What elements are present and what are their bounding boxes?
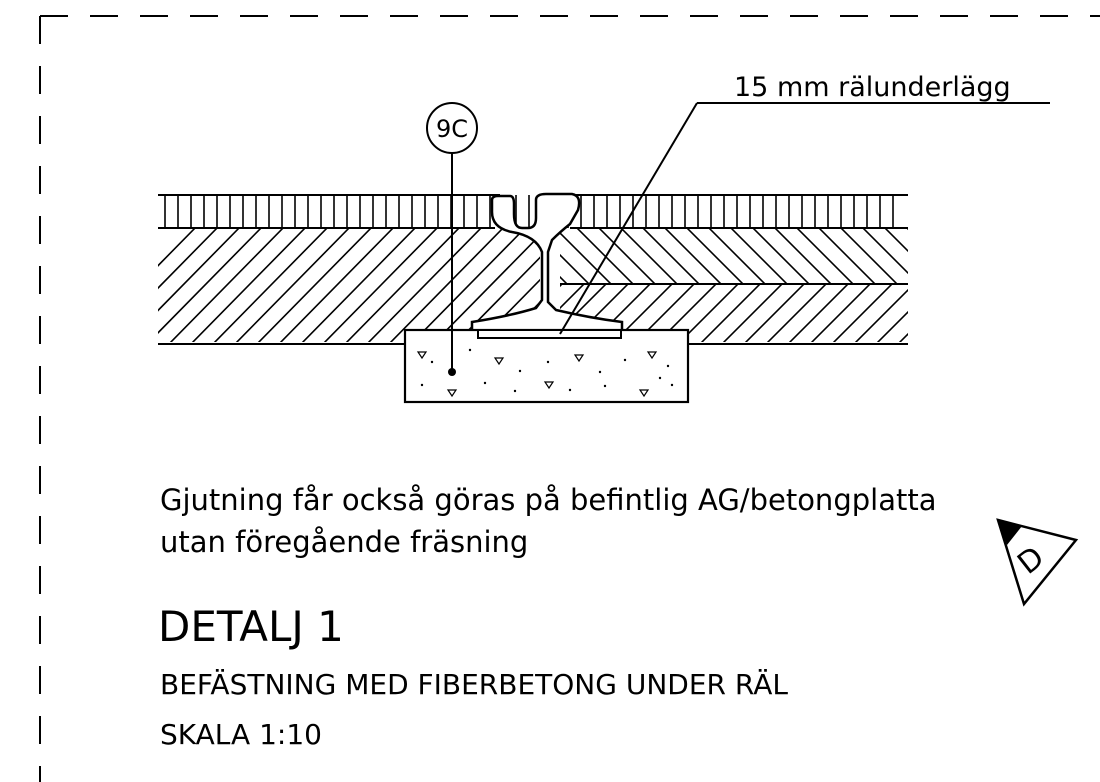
aggregate-dot: [513, 389, 517, 393]
aggregate-mark: [543, 381, 555, 390]
hatch-line: [763, 284, 829, 342]
hatch-line: [807, 284, 873, 342]
aggregate-mark: [416, 351, 428, 360]
aggregate-mark: [446, 389, 458, 398]
hatch-line: [211, 228, 331, 342]
hatch-line: [741, 284, 807, 342]
hatch-line: [387, 228, 507, 342]
hatch-line: [940, 282, 1004, 346]
aggregate-mark: [638, 389, 650, 398]
hatch-line: [158, 228, 199, 342]
aggregate-dot: [468, 348, 472, 352]
sheet-border: [39, 15, 1100, 782]
pad-leader: 15 mm rälunderlägg: [559, 72, 1050, 335]
aggregate-mark: [573, 354, 585, 363]
hatch-line: [365, 228, 485, 342]
hatch-line: [948, 225, 1010, 287]
hatch-line: [837, 228, 901, 284]
hatch-line: [749, 228, 813, 284]
asphalt-hatch-right-upper: [464, 225, 1032, 287]
hatch-line: [158, 228, 243, 342]
hatch-line: [233, 228, 353, 342]
aggregate-mark: [493, 357, 505, 366]
callout-label: 9C: [436, 115, 468, 143]
aggregate-dot: [658, 376, 662, 380]
hatch-line: [962, 282, 1026, 346]
hatch-line: [560, 284, 587, 342]
hatch-line: [573, 228, 637, 284]
hatch-line: [895, 284, 908, 342]
hatch-line: [560, 228, 593, 284]
hatch-line: [617, 228, 681, 284]
hatch-line: [683, 228, 747, 284]
hatch-line: [793, 228, 857, 284]
fiber-concrete-block: [403, 328, 690, 404]
hatch-line: [343, 228, 463, 342]
hatch-line: [903, 228, 908, 284]
aggregate-dot: [483, 381, 487, 385]
callout-9c: 9C: [426, 102, 478, 376]
detail-subtitle: BEFÄSTNING MED FIBERBETONG UNDER RÄL: [160, 668, 788, 701]
aggregate-dot: [518, 369, 522, 373]
hatch-line: [705, 228, 769, 284]
aggregate-dot: [430, 360, 434, 364]
aggregate-dot: [603, 384, 607, 388]
aggregate-dot: [568, 388, 572, 392]
hatch-line: [639, 228, 703, 284]
hatch-line: [158, 228, 221, 342]
aggregate-dot: [670, 383, 674, 387]
hatch-line: [277, 228, 397, 342]
hatch-line: [158, 228, 265, 342]
note-line-2: utan föregående fräsning: [160, 525, 528, 559]
aggregate-dot: [623, 358, 627, 362]
hatch-line: [881, 228, 908, 284]
aggregate-dot: [666, 364, 670, 368]
hatch-line: [255, 228, 375, 342]
hatch-line: [719, 284, 785, 342]
hatch-line: [409, 228, 529, 342]
pad-label: 15 mm rälunderlägg: [734, 72, 1011, 103]
section-marker: D: [996, 518, 1079, 607]
hatch-line: [727, 228, 791, 284]
hatch-line: [697, 284, 763, 342]
hatch-line: [785, 284, 851, 342]
note-line-1: Gjutning får också göras på befintlig AG…: [160, 483, 936, 517]
hatch-line: [873, 284, 908, 342]
hatch-line: [560, 228, 615, 284]
aggregate-dot: [598, 370, 602, 374]
hatch-line: [970, 225, 1032, 287]
hatch-line: [829, 284, 895, 342]
hatch-line: [926, 225, 988, 287]
hatch-line: [859, 228, 908, 284]
aggregate-mark: [646, 351, 658, 360]
hatch-line: [661, 228, 725, 284]
hatch-line: [189, 228, 309, 342]
hatch-line: [918, 282, 982, 346]
hatch-line: [464, 225, 526, 287]
hatch-line: [595, 228, 659, 284]
hatch-line: [851, 284, 908, 342]
detail-scale: SKALA 1:10: [160, 718, 322, 751]
hatch-line: [321, 228, 441, 342]
aggregate-dot: [420, 383, 424, 387]
hatch-line: [815, 228, 879, 284]
hatch-line: [167, 228, 287, 342]
hatch-line: [771, 228, 835, 284]
aggregate-dot: [546, 360, 550, 364]
detail-title: DETALJ 1: [158, 602, 344, 651]
hatch-line: [299, 228, 419, 342]
surface-layer: [164, 195, 894, 228]
